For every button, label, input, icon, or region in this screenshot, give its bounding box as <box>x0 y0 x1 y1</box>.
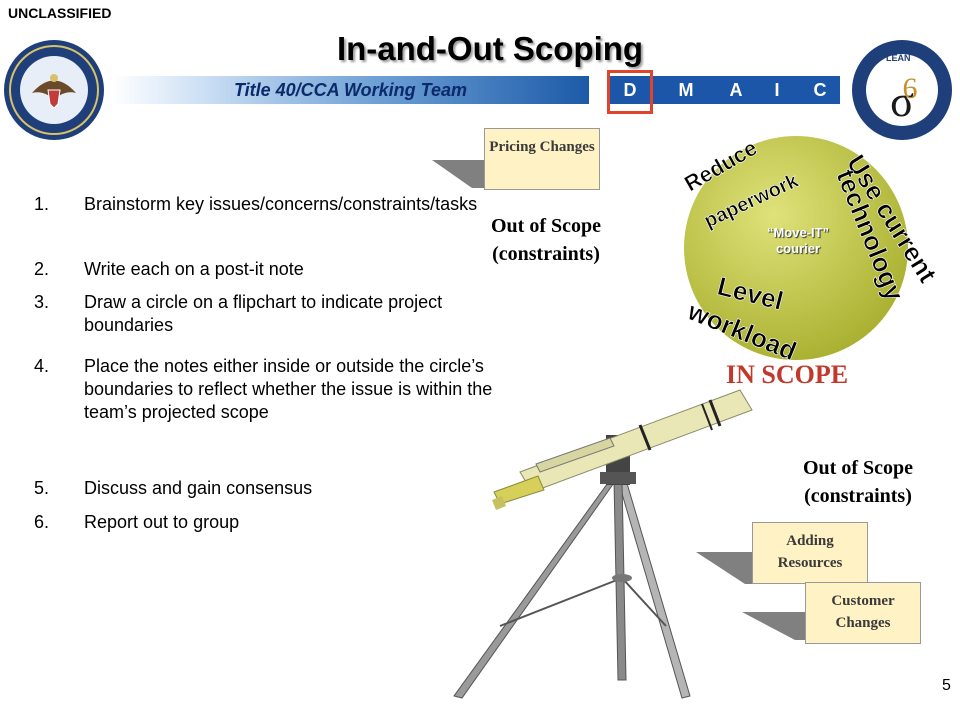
note-pricing-changes: Pricing Changes <box>484 128 600 190</box>
svg-text:σ: σ <box>890 77 914 126</box>
working-team-label: Title 40/CCA Working Team <box>233 80 468 100</box>
dmaic-define: D <box>623 80 637 100</box>
out-of-scope-label-bottom: Out of Scope (constraints) <box>803 457 913 507</box>
telescope-icon <box>453 389 753 699</box>
note-adding-resources: Adding Resources <box>752 522 868 584</box>
step-text: Draw a circle on a flipchart to indicate… <box>84 292 443 335</box>
dmaic-analyze: A <box>729 80 743 100</box>
lean-six-sigma-seal-icon: σ 6 <box>852 40 952 140</box>
working-team-banner <box>112 76 589 104</box>
classification-label: UNCLASSIFIED <box>8 5 112 21</box>
note-customer-changes: Customer Changes <box>805 582 921 644</box>
page-number: 5 <box>942 677 951 694</box>
step-text: Place the notes either inside or outside… <box>84 356 493 422</box>
dod-seal-icon <box>4 40 104 140</box>
slide-title: In-and-Out Scoping <box>336 30 644 67</box>
dmaic-improve: I <box>774 80 780 100</box>
svg-text:6: 6 <box>903 72 918 105</box>
dmaic-bar <box>607 76 840 104</box>
step-number: 3. <box>34 292 50 312</box>
step-number: 6. <box>34 512 50 532</box>
step-text: Write each on a post-it note <box>84 259 304 279</box>
step-text: Report out to group <box>84 512 240 532</box>
move-it-courier-label: “Move-IT” courier <box>766 225 830 256</box>
step-text: Discuss and gain consensus <box>84 478 313 498</box>
step-number: 5. <box>34 478 50 498</box>
step-number: 4. <box>34 356 50 376</box>
in-scope-circle: Reduce paperwork Use current technology … <box>680 135 936 367</box>
in-scope-label: IN SCOPE <box>726 360 849 389</box>
dmaic-selected-outline <box>607 70 653 114</box>
customer-note-shadow <box>742 612 806 640</box>
adding-note-shadow <box>696 552 755 584</box>
step-text: Brainstorm key issues/concerns/constrain… <box>84 194 478 214</box>
step-number: 2. <box>34 259 50 279</box>
dmaic-control: C <box>813 80 827 100</box>
step-number: 1. <box>34 194 50 214</box>
scope-circle-shape <box>684 136 908 360</box>
pricing-note-shadow <box>432 160 486 188</box>
dmaic-measure: M <box>678 80 694 100</box>
lean-logo-label: LEAN <box>886 53 911 63</box>
out-of-scope-label-top: Out of Scope (constraints) <box>491 215 601 265</box>
